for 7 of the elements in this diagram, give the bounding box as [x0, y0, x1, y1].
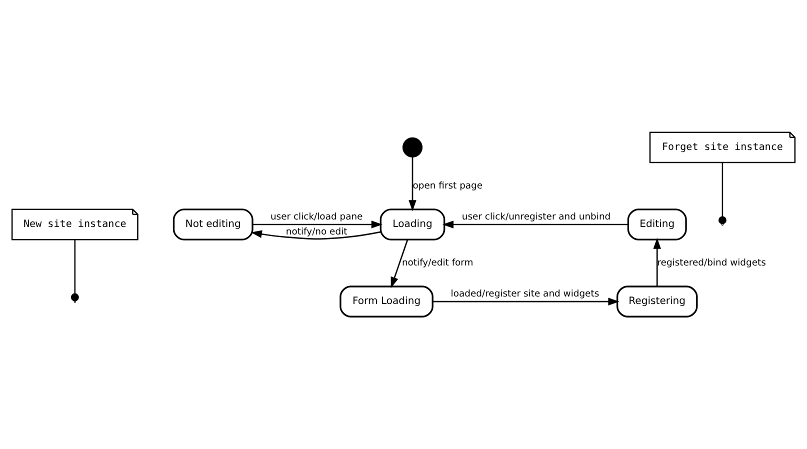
edge-label: registered/bind widgets	[657, 257, 766, 268]
edge-label: notify/no edit	[286, 226, 348, 238]
edge-label: user click/load pane	[270, 211, 363, 222]
edge-label: open first page	[412, 180, 483, 192]
edge-label: user click/unregister and unbind	[462, 211, 611, 222]
edge-label: loaded/register site and widgets	[450, 288, 600, 300]
edge-label: notify/edit form	[402, 257, 474, 268]
